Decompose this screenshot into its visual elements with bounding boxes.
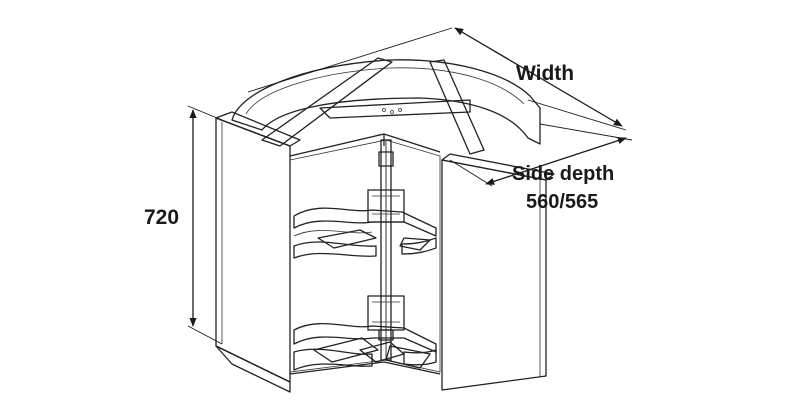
width-label: Width — [516, 62, 574, 85]
lower-carousel-shelf — [293, 295, 437, 371]
width-dimension-line — [454, 27, 623, 127]
left-side-panel — [215, 117, 291, 383]
side-depth-label: Side depth — [512, 163, 614, 185]
side-depth-dimension-line — [485, 137, 627, 185]
top-brace-left — [261, 57, 393, 147]
side-depth-value: 560/565 — [526, 191, 598, 213]
interior-back-right — [385, 139, 441, 373]
left-plinth — [215, 345, 291, 393]
height-label: 720 — [144, 206, 179, 229]
top-brace-right — [429, 59, 485, 155]
width-dimension: Width — [247, 27, 627, 131]
upper-carousel-shelf — [293, 189, 437, 259]
side-depth-dimension: Side depth 560/565 — [449, 123, 633, 213]
height-dimension: 720 — [144, 105, 223, 345]
cabinet-illustration — [215, 57, 555, 393]
